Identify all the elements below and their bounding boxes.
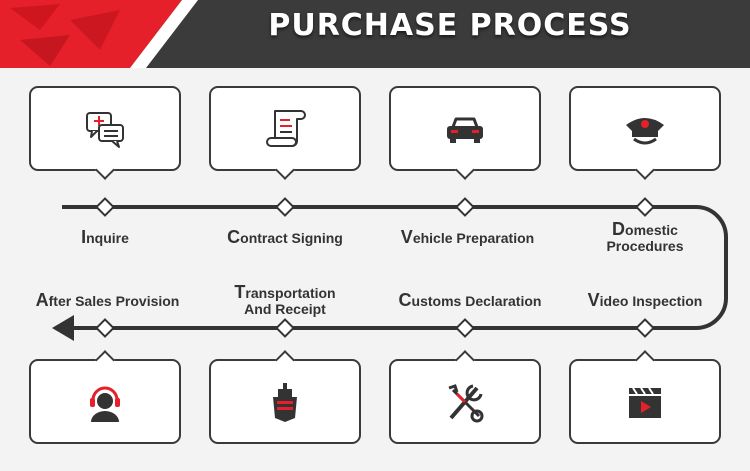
flow-node-3 (455, 197, 475, 217)
chat-bubbles-icon (86, 111, 124, 148)
step-label-after-sales: After Sales Provision (35, 290, 180, 310)
flow-node-1 (95, 197, 115, 217)
step-label-customs-declaration: Customs Declaration (398, 290, 542, 310)
step-card-domestic-procedures (569, 86, 721, 180)
flow-arrow-head (52, 315, 74, 341)
step-card-video-inspection (569, 350, 721, 444)
flow-node-5 (635, 318, 655, 338)
flow-node-4 (635, 197, 655, 217)
step-label-transportation: Transportation And Receipt (234, 282, 336, 317)
step-label-contract-signing: Contract Signing (227, 227, 343, 247)
page-title: PURCHASE PROCESS (268, 8, 632, 43)
flow-node-2 (275, 197, 295, 217)
contract-scroll-icon (266, 109, 306, 147)
car-icon (447, 117, 483, 143)
step-card-transportation (209, 350, 361, 444)
ship-icon (273, 382, 297, 422)
step-card-contract-signing (209, 86, 361, 180)
flow-node-8 (95, 318, 115, 338)
customs-tools-icon (448, 383, 484, 422)
flow-node-6 (455, 318, 475, 338)
step-card-inquire (29, 86, 181, 180)
flow-node-7 (275, 318, 295, 338)
police-cap-icon (626, 117, 664, 144)
customer-service-icon (90, 386, 120, 422)
video-clapper-icon (629, 386, 661, 418)
step-card-after-sales (29, 350, 181, 444)
header-banner (0, 0, 750, 68)
step-label-inquire: Inquire (81, 227, 129, 247)
step-label-vehicle-preparation: Vehicle Preparation (400, 227, 535, 247)
step-card-vehicle-preparation (389, 86, 541, 180)
step-label-video-inspection: Video Inspection (587, 290, 703, 310)
step-label-domestic-procedures: Domestic Procedures (606, 219, 684, 254)
step-card-customs-declaration (389, 350, 541, 444)
